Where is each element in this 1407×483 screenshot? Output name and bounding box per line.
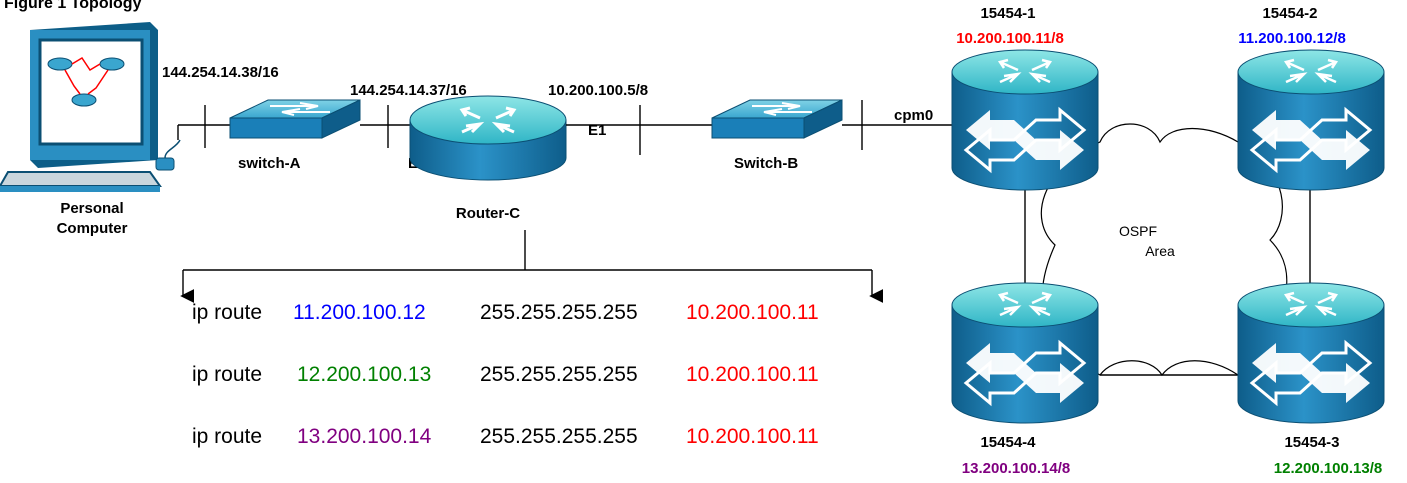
svg-text:ip route 12.200.100.13: ip route 12.200.100.13 255.255.255.255 1…: [192, 363, 819, 386]
cross-arrow-icon-b: [1249, 339, 1373, 407]
node-15454-3-ip: 12.200.100.13/8: [1274, 460, 1382, 477]
route-2-prefix: ip route: [192, 363, 262, 386]
route-1-mask: 255.255.255.255: [480, 301, 638, 324]
svg-text:ip route 13.200.100.14: ip route 13.200.100.14 255.255.255.255 1…: [192, 425, 819, 448]
route-3-mask: 255.255.255.255: [480, 425, 638, 448]
pc-label-line1: Personal: [60, 200, 123, 217]
route-3-prefix: ip route: [192, 425, 262, 448]
node-15454-3-name: 15454-3: [1284, 434, 1339, 451]
node-15454-2-ip: 11.200.100.12/8: [1238, 30, 1346, 47]
pc-ip-label: 144.254.14.38/16: [162, 64, 279, 81]
node-15454-2-icon: [1237, 49, 1385, 191]
route-1-prefix: ip route: [192, 301, 262, 324]
route-line-2: ip route 12.200.100.13 255.255.255.255 1…: [192, 363, 819, 386]
cross-arrow-icon-a: [1252, 110, 1370, 170]
cylinder-top: [951, 282, 1099, 328]
node-15454-1-ip: 10.200.100.11/8: [956, 30, 1064, 47]
top-arrows-icon: [997, 291, 1053, 317]
node-15454-4-ip: 13.200.100.14/8: [962, 460, 1070, 477]
cross-arrow-icon-a: [966, 343, 1084, 403]
route-3-destination: 13.200.100.14: [297, 425, 432, 448]
route-line-1: ip route 11.200.100.12 255.255.255.255 1…: [192, 301, 819, 324]
node-15454-4-name: 15454-4: [980, 434, 1036, 451]
node-15454-1-icon: [951, 49, 1099, 191]
ospf-label-line2: Area: [1145, 243, 1175, 259]
route-2-gateway: 10.200.100.11: [686, 363, 819, 386]
route-2-mask: 255.255.255.255: [480, 363, 638, 386]
personal-computer-icon: [0, 22, 181, 192]
cylinder-top: [1237, 282, 1385, 328]
router-e1-label: E1: [588, 122, 606, 139]
pc-label-line2: Computer: [57, 220, 128, 237]
route-3-gateway: 10.200.100.11: [686, 425, 819, 448]
node-15454-2-name: 15454-2: [1262, 5, 1317, 22]
switch-a-label: switch-A: [238, 155, 301, 172]
node-15454-3-icon: [1237, 282, 1385, 424]
cpm0-label: cpm0: [894, 107, 933, 124]
cross-arrow-icon-b: [963, 106, 1087, 174]
route-1-gateway: 10.200.100.11: [686, 301, 819, 324]
node-15454-1-name: 15454-1: [980, 5, 1035, 22]
switch-b-icon: [711, 99, 843, 139]
router-c-icon: [409, 95, 567, 181]
route-2-destination: 12.200.100.13: [297, 363, 431, 386]
svg-text:ip route 11.200.100.12: ip route 11.200.100.12 255.255.255.255 1…: [192, 301, 819, 324]
ospf-label-line1: OSPF: [1119, 223, 1157, 239]
router-c-label: Router-C: [456, 205, 520, 222]
route-1-destination: 11.200.100.12: [293, 301, 426, 324]
cylinder-top: [1237, 49, 1385, 95]
top-arrows-icon: [1283, 58, 1339, 84]
router-e1-ip-label: 10.200.100.5/8: [548, 82, 648, 99]
figure-caption: Figure 1 Topology: [4, 0, 142, 12]
cross-arrow-icon-b: [1249, 106, 1373, 174]
top-arrows-icon: [997, 58, 1053, 84]
router-e0-ip-label: 144.254.14.37/16: [350, 82, 467, 99]
cross-arrow-icon-b: [963, 339, 1087, 407]
top-arrows-icon: [1283, 291, 1339, 317]
route-line-3: ip route 13.200.100.14 255.255.255.255 1…: [192, 425, 819, 448]
node-15454-4-icon: [951, 282, 1099, 424]
cross-arrow-icon-a: [1252, 343, 1370, 403]
switch-a-icon: [229, 99, 361, 139]
cross-arrow-icon-a: [966, 110, 1084, 170]
cylinder-top: [951, 49, 1099, 95]
switch-b-label: Switch-B: [734, 155, 798, 172]
